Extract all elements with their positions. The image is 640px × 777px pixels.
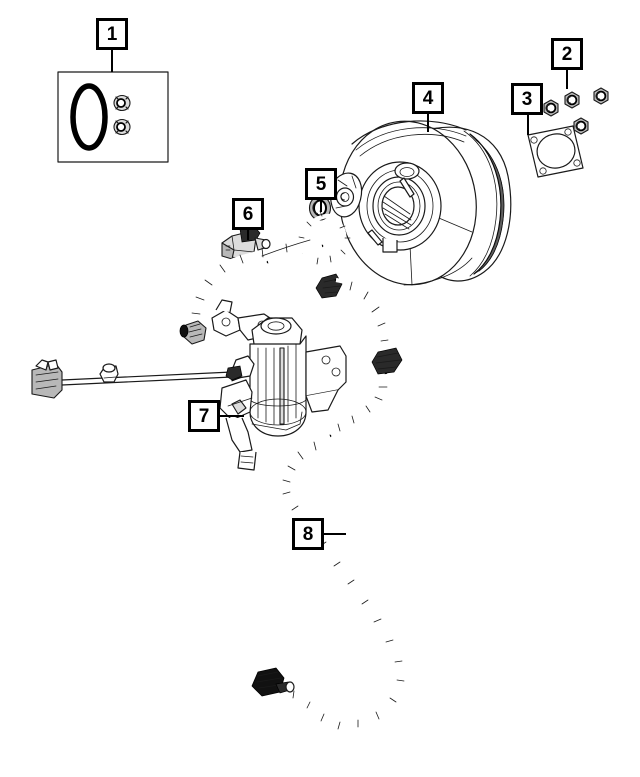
wiring-harness-group: [31, 359, 243, 399]
hex-nut-2: [543, 99, 559, 117]
callout-6[interactable]: 6: [232, 198, 264, 230]
vacuum-pump-group: [211, 299, 347, 471]
leader-3: [527, 115, 529, 135]
hex-nut-3: [593, 87, 609, 105]
hose-end-connector-upper: [179, 320, 207, 345]
mounting-nuts-group: [543, 87, 609, 135]
lower-hose-group: [251, 433, 405, 730]
bushing-upper-art: [113, 94, 131, 112]
hose-clamp-mid: [315, 273, 343, 299]
leader-6: [247, 230, 249, 240]
kit-box-group: [57, 71, 169, 163]
harness-clip: [99, 363, 119, 383]
bushing-lower-art: [113, 118, 131, 136]
callout-3[interactable]: 3: [511, 83, 543, 115]
hex-nut-4: [573, 117, 589, 135]
leader-8: [324, 533, 346, 535]
gasket-plate-group: [527, 125, 584, 178]
hex-nut-1: [564, 91, 580, 109]
brake-booster-group: [330, 120, 512, 286]
leader-2: [566, 70, 568, 89]
leader-7: [220, 415, 244, 417]
hose-quick-connector-bottom: [251, 667, 295, 697]
inline-hose-connector: [371, 347, 403, 375]
leader-1: [111, 50, 113, 72]
harness-pump-terminal: [225, 365, 243, 381]
callout-4[interactable]: 4: [412, 82, 444, 114]
booster-to-pump-hose: [328, 277, 403, 438]
callout-8[interactable]: 8: [292, 518, 324, 550]
callout-7[interactable]: 7: [188, 400, 220, 432]
leader-5: [320, 200, 322, 212]
electrical-connector-left: [31, 359, 63, 399]
callout-2[interactable]: 2: [551, 38, 583, 70]
callout-1[interactable]: 1: [96, 18, 128, 50]
leader-4: [427, 114, 429, 132]
callout-5[interactable]: 5: [305, 168, 337, 200]
